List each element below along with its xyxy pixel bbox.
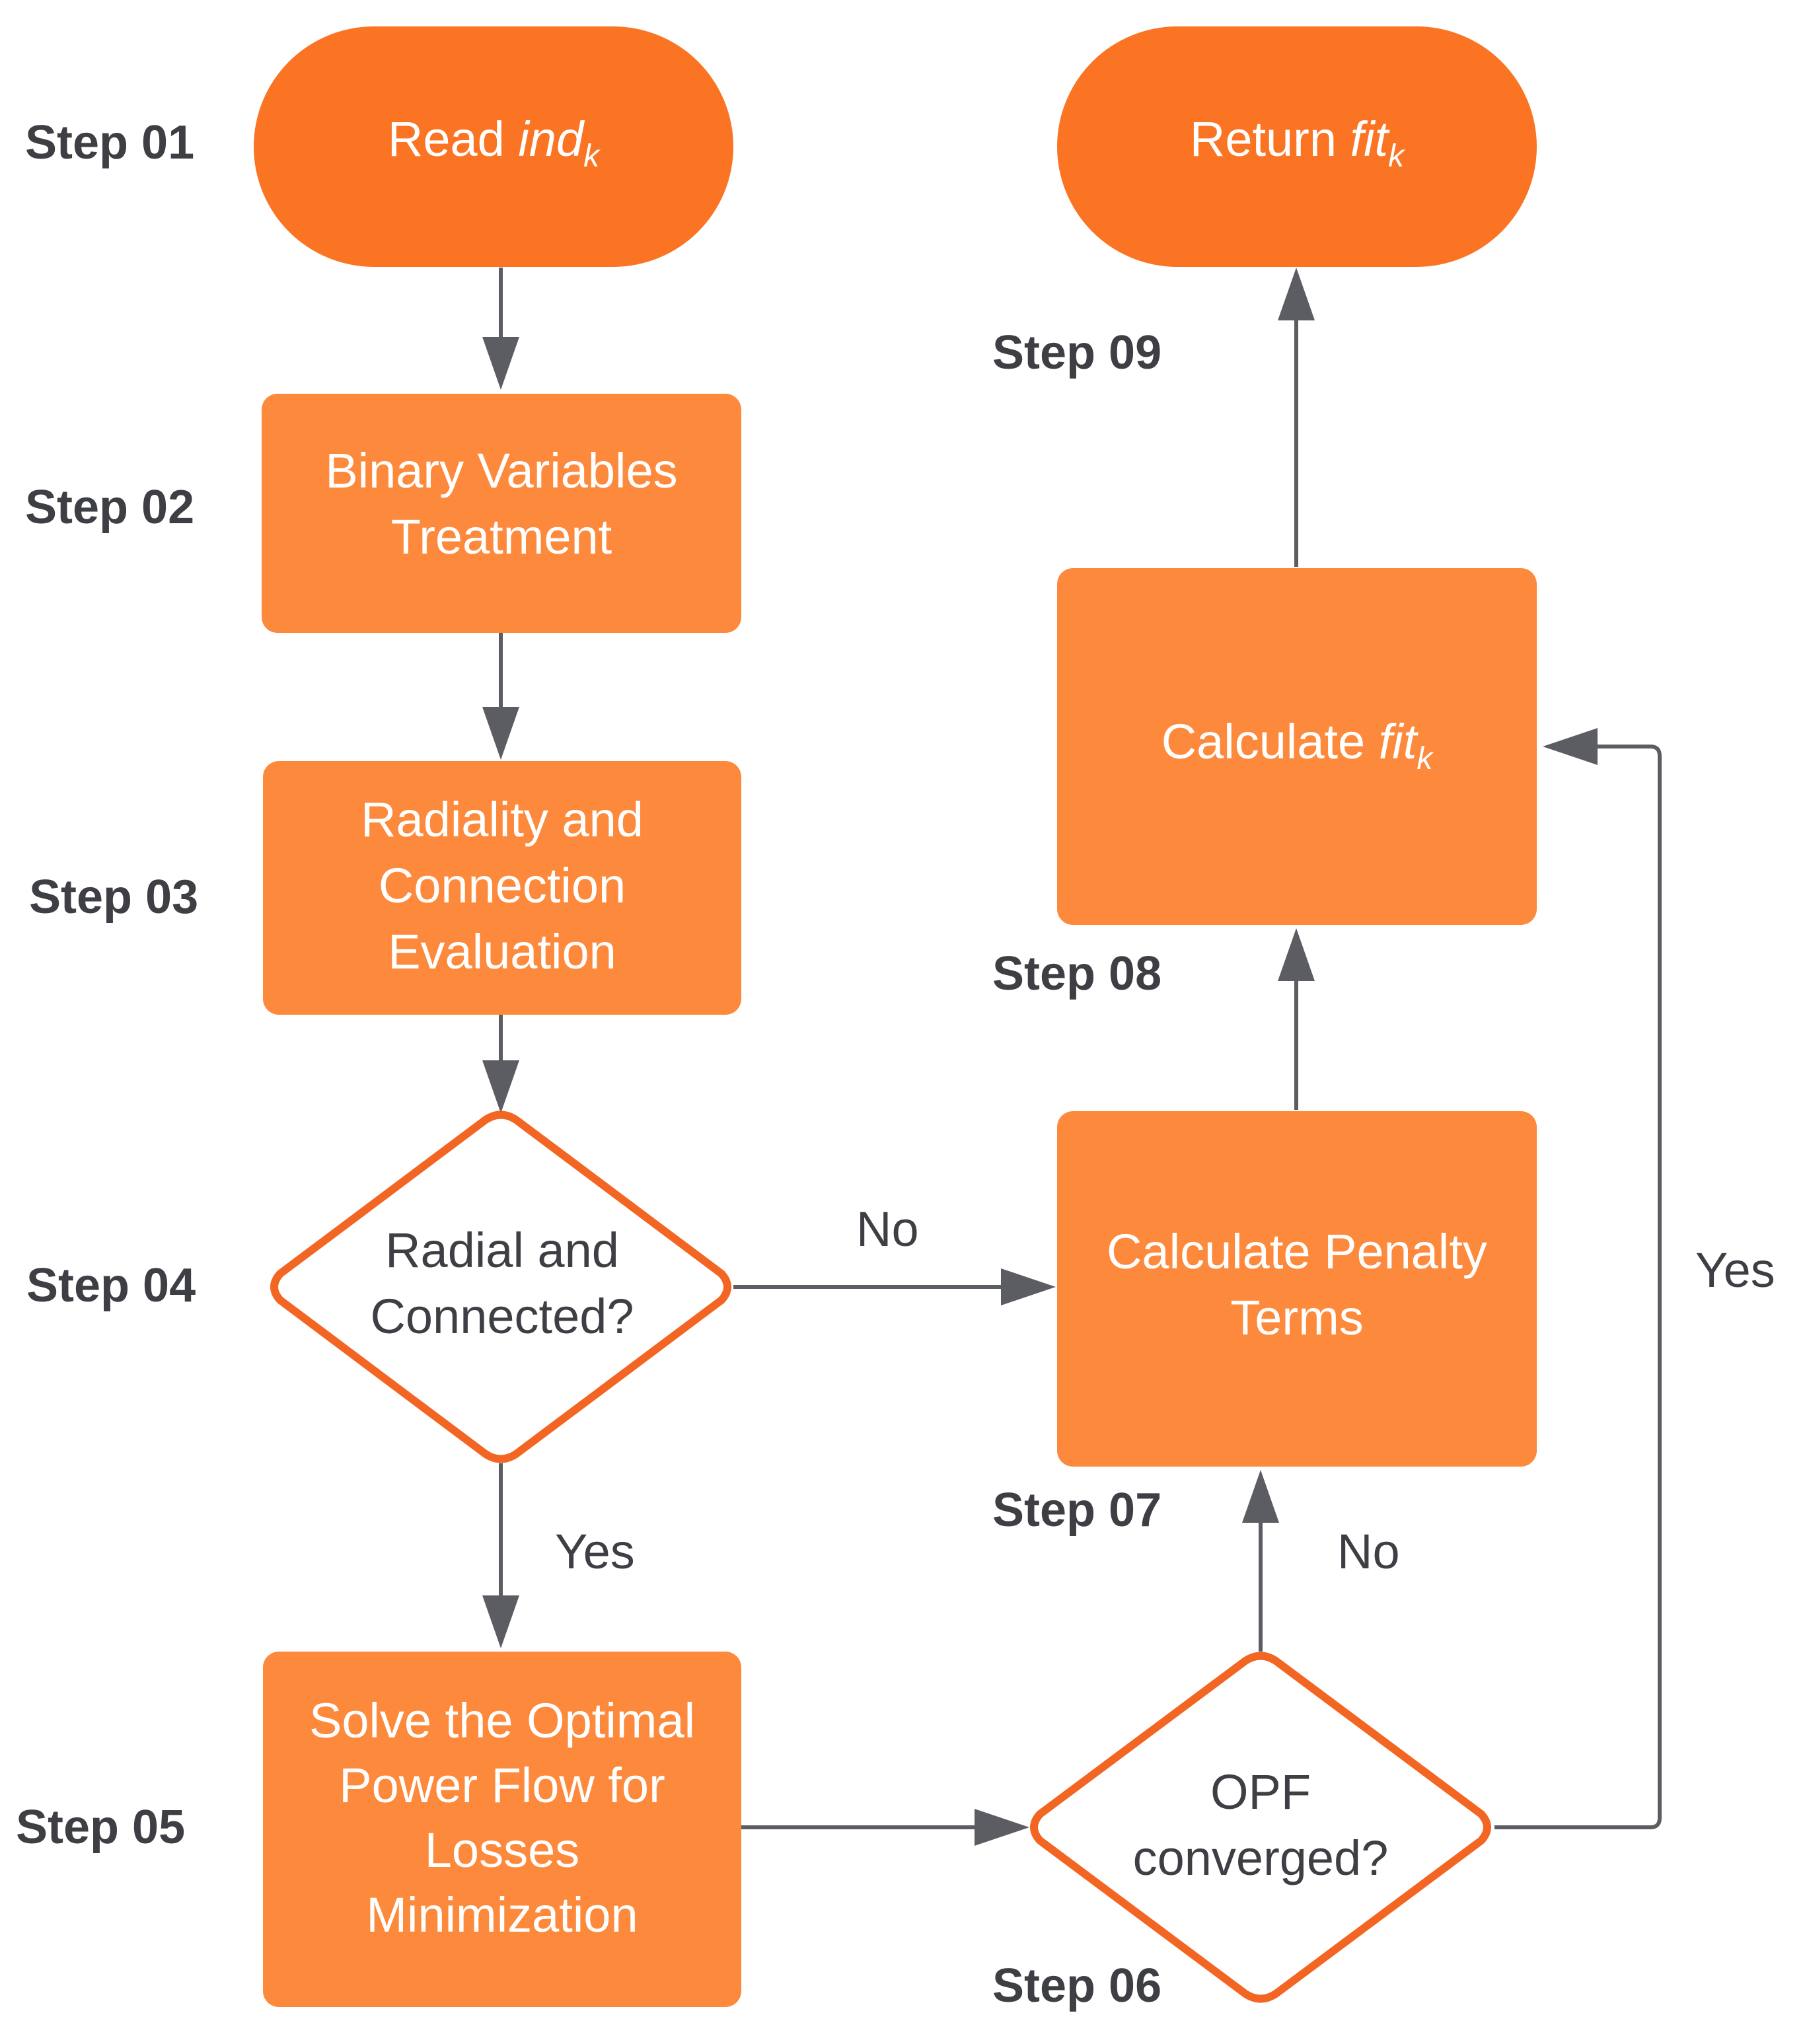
step-label-07: Step 07	[992, 1484, 1161, 1537]
arrowhead-decision-opf	[975, 1809, 1029, 1846]
binary-variables-shape	[262, 394, 741, 633]
step-label-04: Step 04	[26, 1259, 196, 1312]
penalty-box: Calculate Penalty Terms	[1057, 1111, 1537, 1467]
arrowhead-radiality	[482, 707, 519, 760]
decision-radial-shape	[270, 1111, 731, 1463]
radiality-line1: Radiality and	[361, 792, 644, 847]
binary-variables-box: Binary Variables Treatment	[262, 394, 741, 633]
opf-solve-shape	[263, 1652, 741, 2007]
end-terminal: Return fitk	[1057, 26, 1537, 267]
arrowhead-fitness-up	[1278, 928, 1315, 981]
decision-opf-shape	[1030, 1652, 1491, 2003]
start-terminal-text: Read indk	[388, 112, 601, 174]
arrowhead-fitness-right	[1543, 728, 1598, 765]
opf-solve-box: Solve the Optimal Power Flow for Losses …	[263, 1652, 741, 2007]
decision-radial-line2: Connected?	[370, 1289, 634, 1344]
step-label-02: Step 02	[25, 481, 194, 534]
radiality-line3: Evaluation	[388, 924, 616, 979]
arrowhead-penalty-up	[1242, 1470, 1279, 1523]
binary-variables-line1: Binary Variables	[325, 443, 677, 498]
decision-radial-line1: Radial and	[385, 1223, 619, 1278]
step-label-01: Step 01	[25, 116, 194, 169]
end-terminal-shape	[1057, 26, 1537, 267]
step-label-08: Step 08	[992, 947, 1161, 1000]
edge-label-opf-yes: Yes	[1695, 1243, 1775, 1297]
edge-labels: No Yes No Yes	[555, 1202, 1775, 1579]
step-label-03: Step 03	[29, 871, 198, 924]
opf-solve-line4: Minimization	[366, 1887, 638, 1942]
radiality-line2: Connection	[379, 858, 626, 913]
arrowhead-opf-solve	[482, 1595, 519, 1648]
decision-opf: OPF converged?	[1030, 1652, 1491, 2003]
connectors	[482, 268, 1662, 1846]
penalty-shape	[1057, 1111, 1537, 1467]
arrowhead-decision-radial	[482, 1060, 519, 1113]
fitness-shape	[1057, 568, 1537, 925]
edge-decision-opf-to-fitness	[1494, 745, 1662, 1829]
start-terminal-shape	[254, 26, 733, 267]
radiality-box: Radiality and Connection Evaluation	[263, 761, 741, 1015]
edge-label-opf-no: No	[1337, 1524, 1400, 1579]
arrowhead-end-up	[1278, 268, 1315, 320]
end-terminal-text: Return fitk	[1190, 112, 1406, 174]
decision-opf-line2: converged?	[1133, 1831, 1389, 1885]
step-label-09: Step 09	[992, 326, 1161, 379]
binary-variables-line2: Treatment	[391, 509, 612, 564]
arrowhead-penalty-left	[1001, 1268, 1056, 1305]
edge-label-radial-no: No	[856, 1202, 919, 1257]
decision-opf-line1: OPF	[1210, 1765, 1311, 1819]
arrowhead-binary	[482, 337, 519, 390]
decision-radial: Radial and Connected?	[270, 1111, 731, 1463]
opf-solve-line2: Power Flow for	[339, 1758, 665, 1813]
penalty-line2: Terms	[1230, 1290, 1363, 1345]
radiality-shape	[263, 761, 741, 1015]
opf-solve-line1: Solve the Optimal	[309, 1693, 695, 1748]
edge-label-radial-yes: Yes	[555, 1524, 635, 1579]
step-label-05: Step 05	[16, 1801, 185, 1854]
fitness-box: Calculate fitk	[1057, 568, 1537, 925]
start-terminal: Read indk	[254, 26, 733, 267]
fitness-text: Calculate fitk	[1161, 714, 1435, 776]
penalty-line1: Calculate Penalty	[1107, 1224, 1487, 1279]
step-labels: Step 01 Step 02 Step 03 Step 04 Step 05 …	[16, 116, 1161, 2012]
opf-solve-line3: Losses	[425, 1823, 579, 1878]
step-label-06: Step 06	[992, 1959, 1161, 2012]
